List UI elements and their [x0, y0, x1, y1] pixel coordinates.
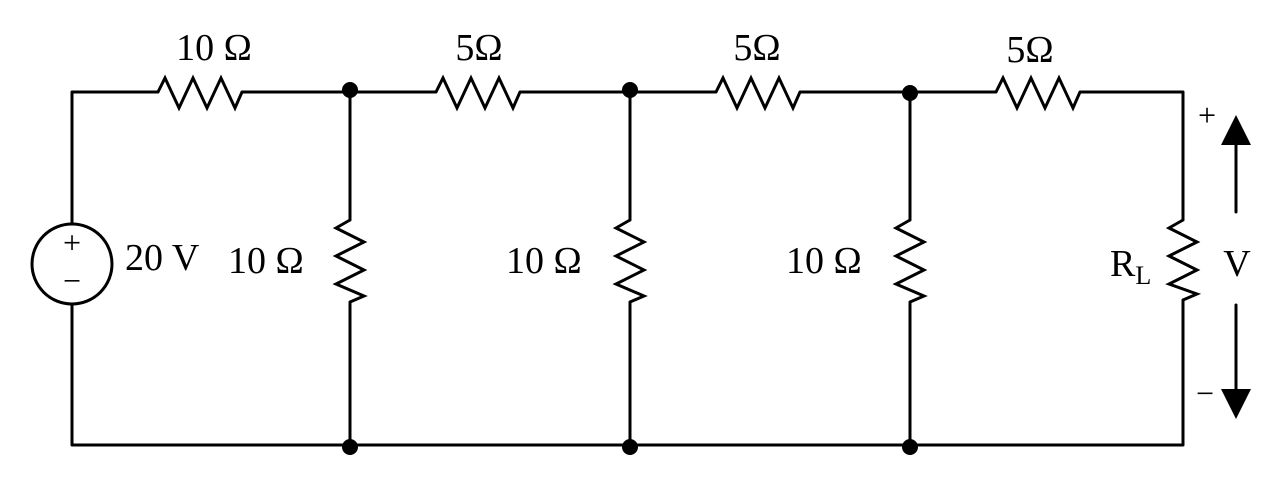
shunt-resistor-1: [332, 218, 368, 304]
load-resistor: [1165, 218, 1202, 302]
series-resistor-4: [994, 74, 1082, 112]
source-voltage-label: 20 V: [125, 237, 200, 279]
load-resistor-label-main: R: [1110, 243, 1136, 285]
shunt-resistor-2: [612, 218, 648, 304]
voltage-source: + −: [30, 222, 114, 306]
output-voltage-label: V: [1223, 243, 1251, 285]
load-resistor-label: RL: [1110, 243, 1151, 290]
junction-dot: [622, 82, 638, 98]
shunt-branch-wires: [348, 90, 912, 447]
series-resistor-4-label: 5Ω: [1006, 29, 1053, 71]
series-resistor-3-label: 5Ω: [733, 27, 780, 69]
output-minus-sign: −: [1196, 375, 1214, 411]
junction-dot: [342, 82, 358, 98]
source-plus-sign: +: [63, 224, 81, 260]
series-resistor-1: [156, 74, 244, 112]
junction-dots: [342, 82, 918, 455]
junction-dot: [342, 439, 358, 455]
bottom-wire: [70, 294, 1185, 447]
load-resistor-label-subscript: L: [1135, 261, 1151, 290]
shunt-resistor-1-label: 10 Ω: [228, 240, 304, 282]
source-minus-sign: −: [63, 262, 81, 298]
series-resistor-2: [434, 74, 522, 112]
output-plus-sign: +: [1198, 97, 1216, 133]
shunt-resistor-3-label: 10 Ω: [786, 240, 862, 282]
voltage-source-circle-icon: [30, 222, 114, 306]
series-resistor-3: [714, 74, 802, 112]
top-wire: [70, 90, 1185, 234]
junction-dot: [902, 439, 918, 455]
series-resistor-1-label: 10 Ω: [176, 27, 252, 69]
junction-dot: [622, 439, 638, 455]
shunt-resistor-2-label: 10 Ω: [506, 240, 582, 282]
junction-dot: [902, 85, 918, 101]
series-resistor-2-label: 5Ω: [455, 27, 502, 69]
shunt-resistor-3: [892, 218, 928, 304]
